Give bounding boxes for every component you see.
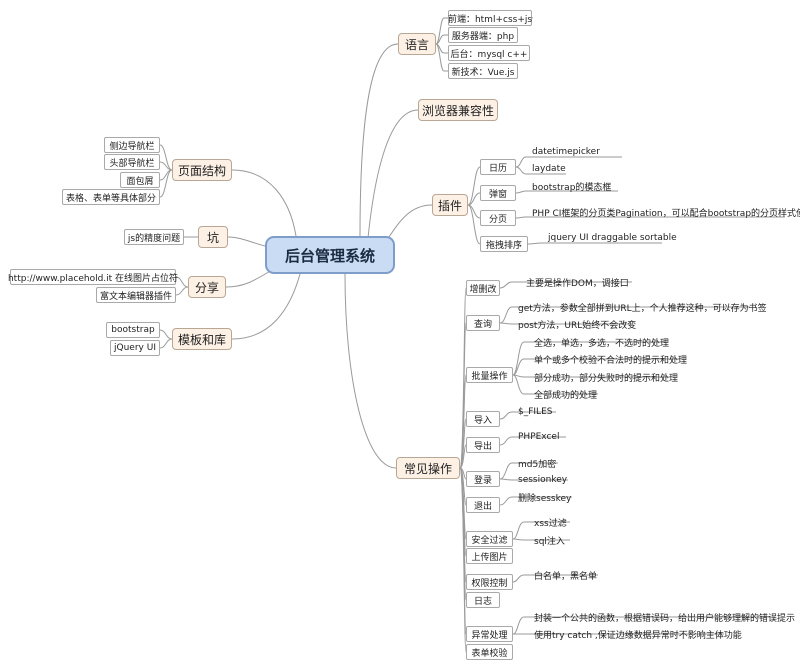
op-export[interactable]: 导出 xyxy=(466,437,500,453)
op-login[interactable]: 登录 xyxy=(466,471,500,487)
leaf-sessionkey: sessionkey xyxy=(518,475,568,485)
structure-top-nav[interactable]: 头部导航栏 xyxy=(104,154,160,170)
share-placehold[interactable]: http://www.placehold.it 在线图片占位符 xyxy=(8,269,178,285)
structure-breadcrumb[interactable]: 面包屑 xyxy=(120,172,160,188)
language-frontend[interactable]: 前端：html+css+js xyxy=(448,10,532,26)
op-exception[interactable]: 异常处理 xyxy=(466,626,513,642)
leaf-whitelist: 白名单，黑名单 xyxy=(534,571,598,582)
branch-pitfall[interactable]: 坑 xyxy=(198,226,228,248)
language-backend[interactable]: 后台：mysql c++ xyxy=(448,45,530,61)
branch-share[interactable]: 分享 xyxy=(188,276,226,298)
leaf-batch-partial: 部分成功，部分失败时的提示和处理 xyxy=(534,373,679,384)
pit-js-precision[interactable]: js的精度问题 xyxy=(124,229,184,245)
lib-jquery-ui[interactable]: jQuery UI xyxy=(110,340,160,356)
plugin-drag-sort[interactable]: 拖拽排序 xyxy=(480,236,528,252)
leaf-query-post: post方法，URL始终不会改变 xyxy=(518,320,637,331)
plugin-popup[interactable]: 弹窗 xyxy=(480,185,516,201)
leaf-bootstrap-modal: bootstrap的模态框 xyxy=(532,182,612,193)
leaf-batch-all-success: 全部成功的处理 xyxy=(534,390,598,401)
leaf-try-catch: 使用try catch ,保证边缘数据异常时不影响主体功能 xyxy=(534,630,742,641)
leaf-sql-injection: sql注入 xyxy=(534,536,565,547)
leaf-xss: xss过滤 xyxy=(534,518,567,529)
structure-side-nav[interactable]: 侧边导航栏 xyxy=(104,137,160,153)
leaf-jquery-ui-sortable: jquery UI draggable sortable xyxy=(548,233,677,243)
leaf-error-function: 封装一个公共的函数，根据错误码，给出用户能够理解的错误提示 xyxy=(534,613,796,624)
branch-browser-compat[interactable]: 浏览器兼容性 xyxy=(418,99,498,121)
op-permission[interactable]: 权限控制 xyxy=(466,574,513,590)
plugin-calendar[interactable]: 日历 xyxy=(480,159,516,175)
leaf-query-get: get方法，参数全部拼到URL上，个人推荐这种，可以存为书签 xyxy=(518,303,767,314)
lib-bootstrap[interactable]: bootstrap xyxy=(106,322,160,338)
language-server[interactable]: 服务器端：php xyxy=(448,27,518,43)
central-topic[interactable]: 后台管理系统 xyxy=(265,236,395,274)
leaf-laydate: laydate xyxy=(532,164,566,174)
branch-plugins[interactable]: 插件 xyxy=(432,194,468,216)
op-form-validation[interactable]: 表单校验 xyxy=(466,644,513,660)
leaf-delete-sesskey: 删除sesskey xyxy=(518,493,572,504)
branch-templates-libs[interactable]: 模板和库 xyxy=(172,328,232,350)
op-security-filter[interactable]: 安全过滤 xyxy=(466,531,513,547)
leaf-md5: md5加密 xyxy=(518,459,557,470)
language-new-tech[interactable]: 新技术：Vue.js xyxy=(448,63,518,79)
op-upload-image[interactable]: 上传图片 xyxy=(466,548,513,564)
leaf-phpexcel: PHPExcel xyxy=(518,432,560,442)
branch-language[interactable]: 语言 xyxy=(398,33,436,55)
branch-common-ops[interactable]: 常见操作 xyxy=(396,457,460,479)
op-crud[interactable]: 增删改 xyxy=(466,280,500,296)
structure-table-form[interactable]: 表格、表单等具体部分 xyxy=(62,189,160,205)
op-log[interactable]: 日志 xyxy=(466,592,500,608)
op-query[interactable]: 查询 xyxy=(466,315,500,331)
op-logout[interactable]: 退出 xyxy=(466,497,500,513)
branch-page-structure[interactable]: 页面结构 xyxy=(172,159,232,181)
leaf-batch-select: 全选，单选，多选，不选时的处理 xyxy=(534,338,670,349)
leaf-crud-dom: 主要是操作DOM，调接口 xyxy=(526,278,629,289)
leaf-ci-pagination: PHP CI框架的分页类Pagination，可以配合bootstrap的分页样… xyxy=(532,208,800,219)
leaf-files: $_FILES xyxy=(518,407,553,417)
leaf-datetimepicker: datetimepicker xyxy=(532,147,600,157)
op-batch[interactable]: 批量操作 xyxy=(466,367,513,383)
leaf-batch-validate: 单个或多个校验不合法时的提示和处理 xyxy=(534,355,688,366)
plugin-paging[interactable]: 分页 xyxy=(480,210,516,226)
share-rich-editor[interactable]: 富文本编辑器插件 xyxy=(96,287,176,303)
op-import[interactable]: 导入 xyxy=(466,411,500,427)
